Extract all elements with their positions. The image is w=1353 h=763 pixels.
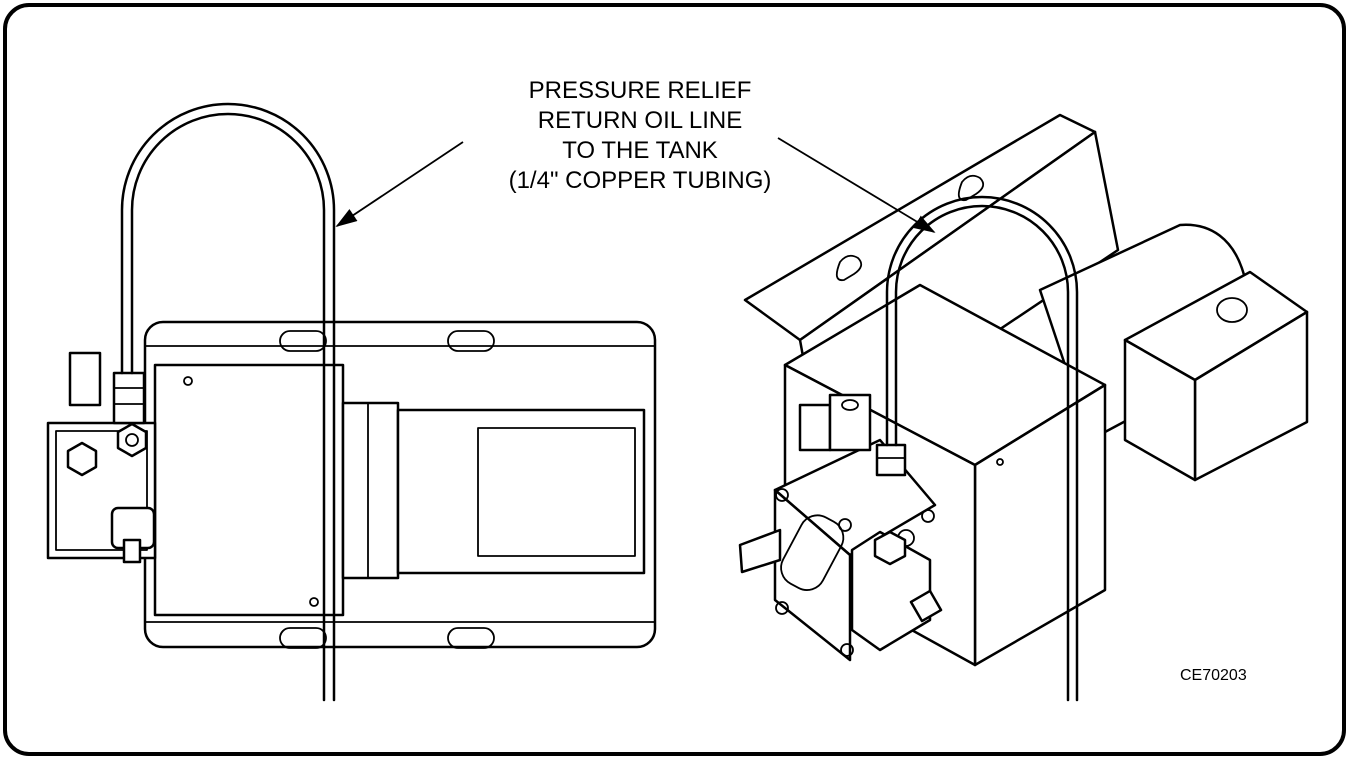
valve-body bbox=[68, 351, 102, 407]
callout-line: PRESSURE RELIEF bbox=[528, 77, 752, 104]
pump-nut bbox=[116, 422, 148, 458]
transformer-port bbox=[1216, 297, 1248, 323]
callout-line: RETURN OIL LINE bbox=[537, 107, 743, 134]
leader-arrow bbox=[335, 141, 464, 227]
keyhole-slot bbox=[447, 330, 495, 352]
callout-line: (1/4" COPPER TUBING) bbox=[508, 167, 772, 194]
right-burner-view bbox=[738, 113, 1309, 702]
keyhole-slot bbox=[447, 627, 495, 649]
figure-id: CE70203 bbox=[1180, 667, 1247, 684]
burner-housing bbox=[153, 363, 345, 617]
pump-nut bbox=[873, 530, 907, 566]
bracket-slot bbox=[957, 174, 985, 202]
blower-tube bbox=[341, 401, 400, 580]
transformer bbox=[396, 408, 646, 575]
return-oil-line bbox=[885, 195, 1079, 702]
valve-body bbox=[798, 403, 832, 452]
return-oil-line bbox=[120, 102, 336, 702]
callout-label: PRESSURE RELIEF RETURN OIL LINE TO THE T… bbox=[430, 76, 850, 196]
pump-nut bbox=[66, 441, 98, 477]
keyhole-slot bbox=[279, 627, 327, 649]
tube-fitting bbox=[875, 443, 907, 477]
leader-arrow bbox=[777, 137, 936, 233]
callout-line: TO THE TANK bbox=[562, 137, 718, 164]
bracket-slot bbox=[835, 254, 863, 282]
keyhole-slot bbox=[279, 330, 327, 352]
bleed-fitting bbox=[122, 538, 142, 564]
valve-body bbox=[828, 393, 872, 452]
left-burner-view bbox=[46, 102, 657, 702]
bleed-fitting bbox=[909, 589, 943, 623]
tube-fitting bbox=[112, 371, 146, 425]
transformer-cover bbox=[477, 427, 636, 557]
